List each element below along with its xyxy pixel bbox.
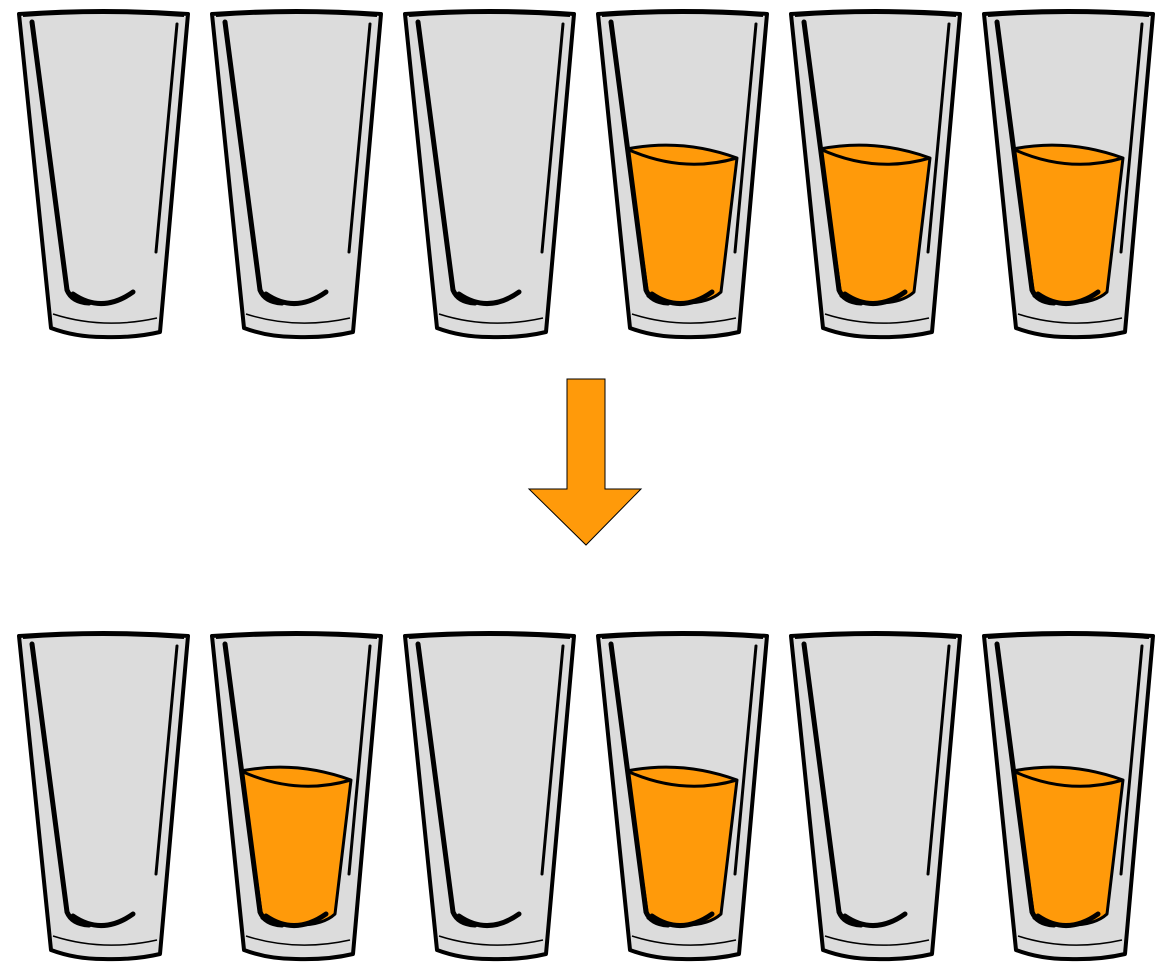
- down-arrow-icon: [529, 379, 641, 545]
- glass-after-4-full: [598, 633, 767, 959]
- glass-after-6-full: [984, 633, 1153, 959]
- glass-after-3-empty: [405, 633, 574, 959]
- glass-before-5-full: [791, 11, 960, 337]
- glass-before-1-empty: [19, 11, 188, 337]
- glass-before-3-empty: [405, 11, 574, 337]
- glass-after-5-empty: [791, 633, 960, 959]
- glass-after-1-empty: [19, 633, 188, 959]
- glass-row-before: [19, 11, 1153, 337]
- glass-row-after: [19, 633, 1153, 959]
- glass-before-2-empty: [212, 11, 381, 337]
- glass-before-4-full: [598, 11, 767, 337]
- glass-before-6-full: [984, 11, 1153, 337]
- glass-after-2-full: [212, 633, 381, 959]
